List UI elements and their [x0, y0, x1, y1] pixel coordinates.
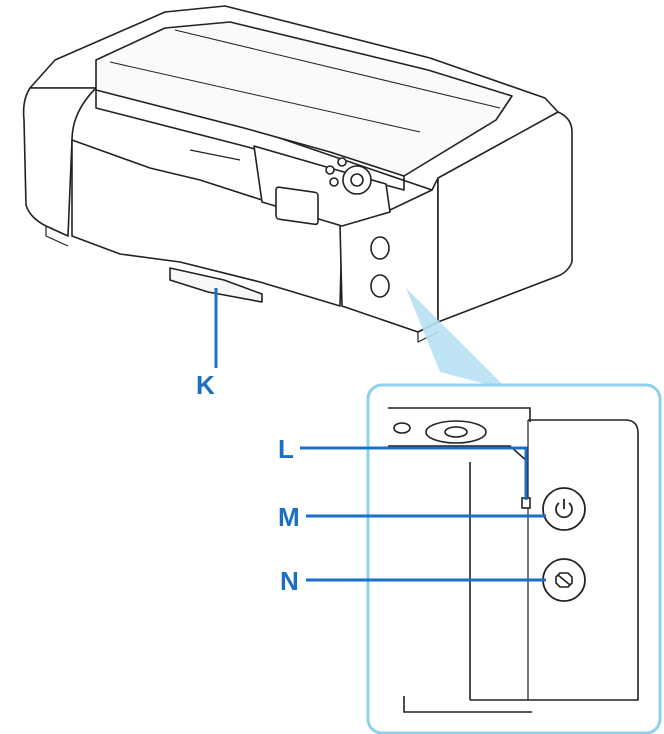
callout-m: M — [278, 502, 300, 532]
panel-button-small-2 — [329, 177, 339, 187]
leader-l — [300, 446, 528, 500]
lcd-screen — [275, 186, 319, 226]
panel-button-small-3 — [337, 157, 347, 167]
callout-l: L — [278, 434, 294, 464]
printer-front-panel — [71, 139, 343, 307]
paper-output-tray — [169, 267, 263, 303]
printer-illustration — [22, 5, 573, 343]
stop-button — [542, 558, 586, 602]
power-button — [542, 487, 586, 531]
front-power-button — [370, 236, 390, 260]
printer-right-side — [437, 111, 573, 323]
power-icon — [555, 499, 573, 519]
printer-top-cover — [95, 21, 513, 177]
zoom-inset — [366, 383, 662, 734]
inset-small-button — [393, 422, 411, 434]
callout-n: N — [280, 566, 299, 596]
zoom-beam — [406, 288, 508, 390]
callout-leaders — [214, 288, 546, 582]
inset-right-block — [470, 419, 639, 701]
panel-dial-center — [350, 173, 364, 187]
front-stop-button — [370, 274, 390, 298]
inset-panel-illustration — [388, 407, 639, 713]
callout-k: K — [196, 370, 215, 400]
printer-left-side — [22, 87, 97, 237]
inset-dial-center — [444, 426, 468, 438]
stop-icon — [555, 572, 573, 588]
zoom-frame — [366, 383, 662, 734]
panel-button-small-1 — [325, 165, 335, 175]
